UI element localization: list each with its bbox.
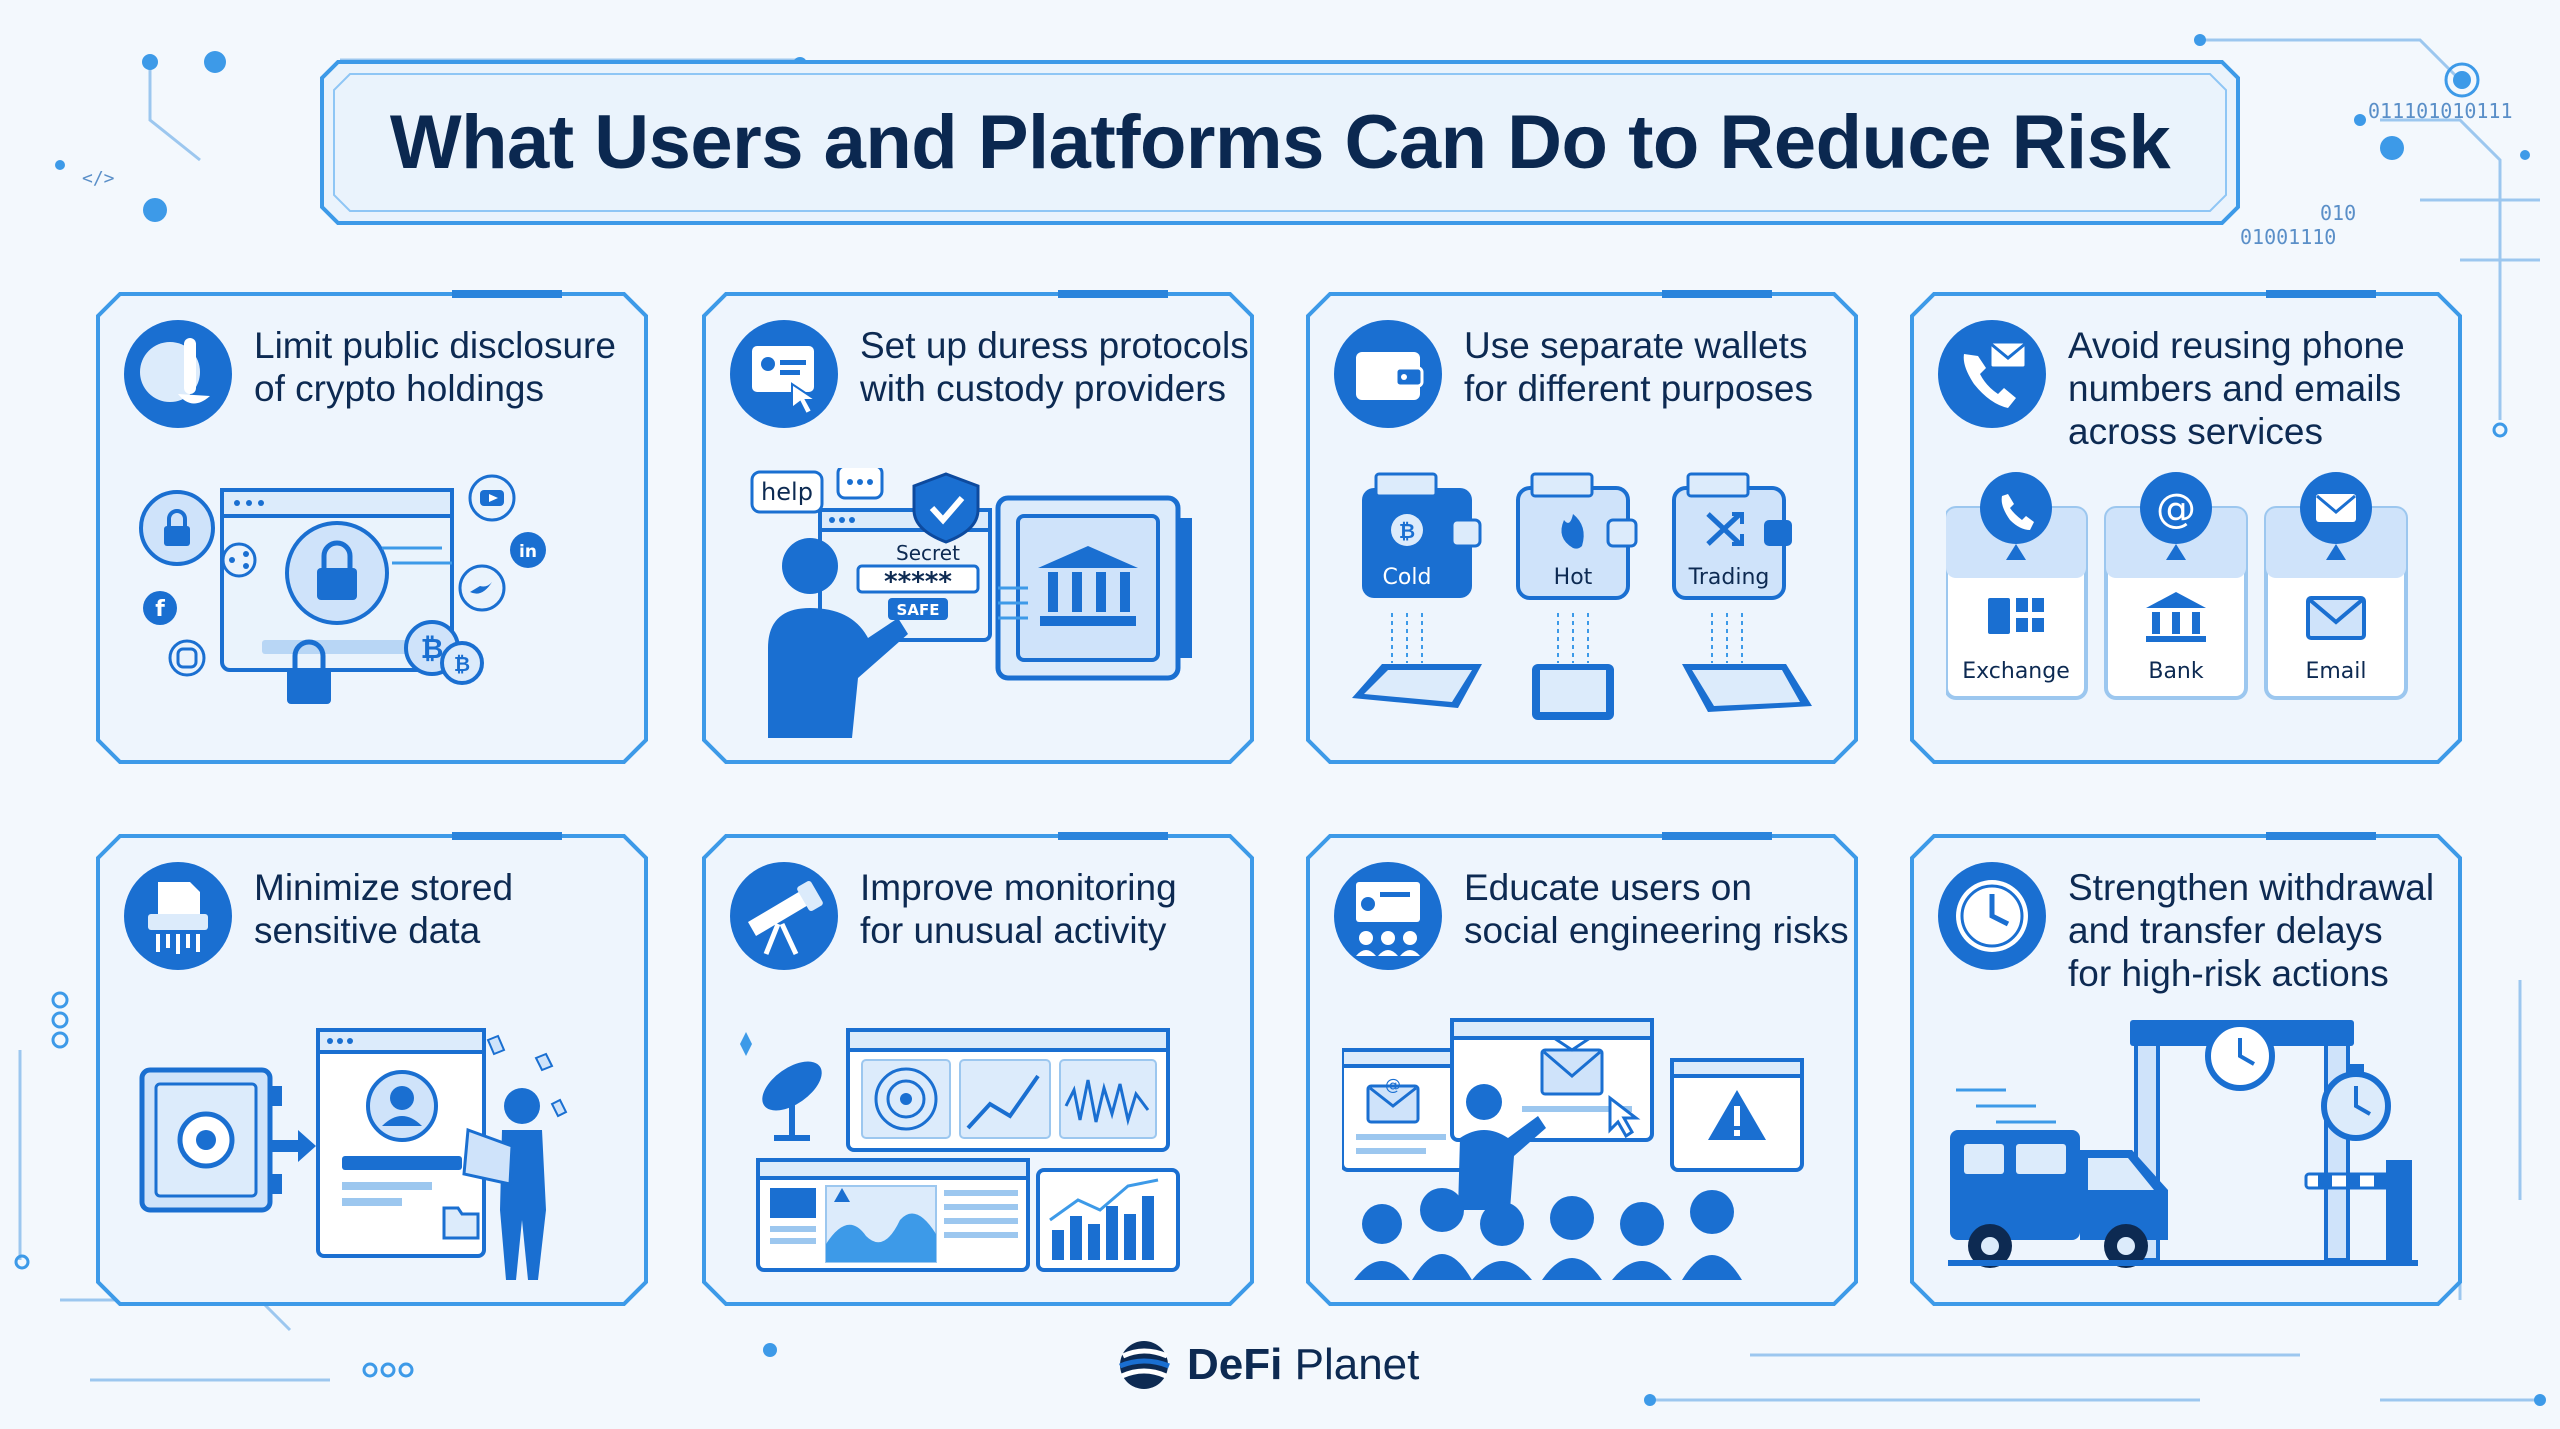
telescope-icon — [730, 862, 838, 970]
binary-text-side-1: 010 — [2320, 201, 2356, 225]
phone-mail-icon — [1938, 320, 2046, 428]
binary-text-side-2: 01001110 — [2240, 225, 2336, 249]
svg-text:in: in — [519, 542, 537, 562]
help-bubble: help — [761, 478, 813, 506]
shredder-icon — [124, 862, 232, 970]
wallet-label-hot: Hot — [1554, 565, 1593, 590]
wallet-icon — [1334, 320, 1442, 428]
secret-label: Secret — [896, 541, 960, 565]
card-avoid-reuse: Avoid reusing phone numbers and emails a… — [1906, 288, 2466, 768]
card-duress-protocols: Set up duress protocols with custody pro… — [698, 288, 1258, 768]
wallets-illustration: ₿ Cold Hot Trading — [1352, 472, 1812, 720]
card-title: Educate users on social engineering risk… — [1464, 867, 1849, 951]
card-title: Set up duress protocols with custody pro… — [860, 325, 1249, 409]
service-label-exchange: Exchange — [1962, 659, 2070, 684]
data-illustration — [139, 1028, 568, 1280]
clock-icon — [1938, 862, 2046, 970]
service-label-email: Email — [2305, 659, 2366, 684]
card-withdrawal-delays: Strengthen withdrawal and transfer delay… — [1906, 830, 2466, 1310]
card-minimize-data: Minimize stored sensitive data — [92, 830, 652, 1310]
planet-logo-icon — [1119, 1341, 1170, 1389]
safe-label: SAFE — [897, 601, 940, 619]
svg-text:@: @ — [2156, 486, 2196, 532]
title-banner: What Users and Platforms Can Do to Reduc… — [320, 60, 2240, 225]
services-illustration: Exchange @ Bank Email — [1946, 472, 2408, 700]
page-title: What Users and Platforms Can Do to Reduc… — [389, 100, 2171, 185]
wallet-label-cold: Cold — [1383, 565, 1432, 590]
service-label-bank: Bank — [2148, 659, 2204, 684]
card-title: Use separate wallets for different purpo… — [1464, 325, 1813, 409]
brand-logo: DeFi Planet — [1115, 1335, 1455, 1395]
touch-screen-icon — [730, 320, 838, 428]
monitoring-illustration — [740, 1028, 1180, 1272]
wallet-label-trading: Trading — [1688, 565, 1770, 590]
svg-text:f: f — [155, 597, 165, 622]
card-monitoring: Improve monitoring for unusual activity — [698, 830, 1258, 1310]
brand-name-bold: DeFi — [1187, 1340, 1283, 1389]
binary-text-top: 011101010111 — [2368, 99, 2513, 123]
secret-value: ***** — [884, 567, 952, 597]
brand-name: DeFi Planet — [1187, 1340, 1419, 1390]
presentation-icon — [1334, 862, 1442, 970]
delay-illustration — [1948, 1020, 2418, 1268]
shush-icon — [124, 320, 232, 428]
brand-name-light: Planet — [1294, 1340, 1420, 1389]
card-title: Limit public disclosure of crypto holdin… — [254, 325, 616, 409]
svg-text:₿: ₿ — [421, 632, 444, 665]
custody-illustration: Secret ***** SAFE help — [750, 468, 1192, 738]
card-separate-wallets: Use separate wallets for different purpo… — [1302, 288, 1862, 768]
card-educate-users: Educate users on social engineering risk… — [1302, 830, 1862, 1310]
card-limit-disclosure: Limit public disclosure of crypto holdin… — [92, 288, 652, 768]
training-illustration: @ — [1342, 1018, 1804, 1280]
svg-text:@: @ — [1385, 1075, 1401, 1094]
privacy-illustration: f in ₿ ₿ — [139, 474, 546, 704]
svg-text:₿: ₿ — [454, 652, 470, 676]
code-glyph: </> — [82, 168, 115, 189]
svg-text:₿: ₿ — [1399, 519, 1415, 543]
card-title: Avoid reusing phone numbers and emails a… — [2068, 325, 2405, 452]
card-title: Minimize stored sensitive data — [254, 867, 514, 951]
card-title: Strengthen withdrawal and transfer delay… — [2068, 867, 2435, 994]
card-title: Improve monitoring for unusual activity — [860, 867, 1177, 951]
